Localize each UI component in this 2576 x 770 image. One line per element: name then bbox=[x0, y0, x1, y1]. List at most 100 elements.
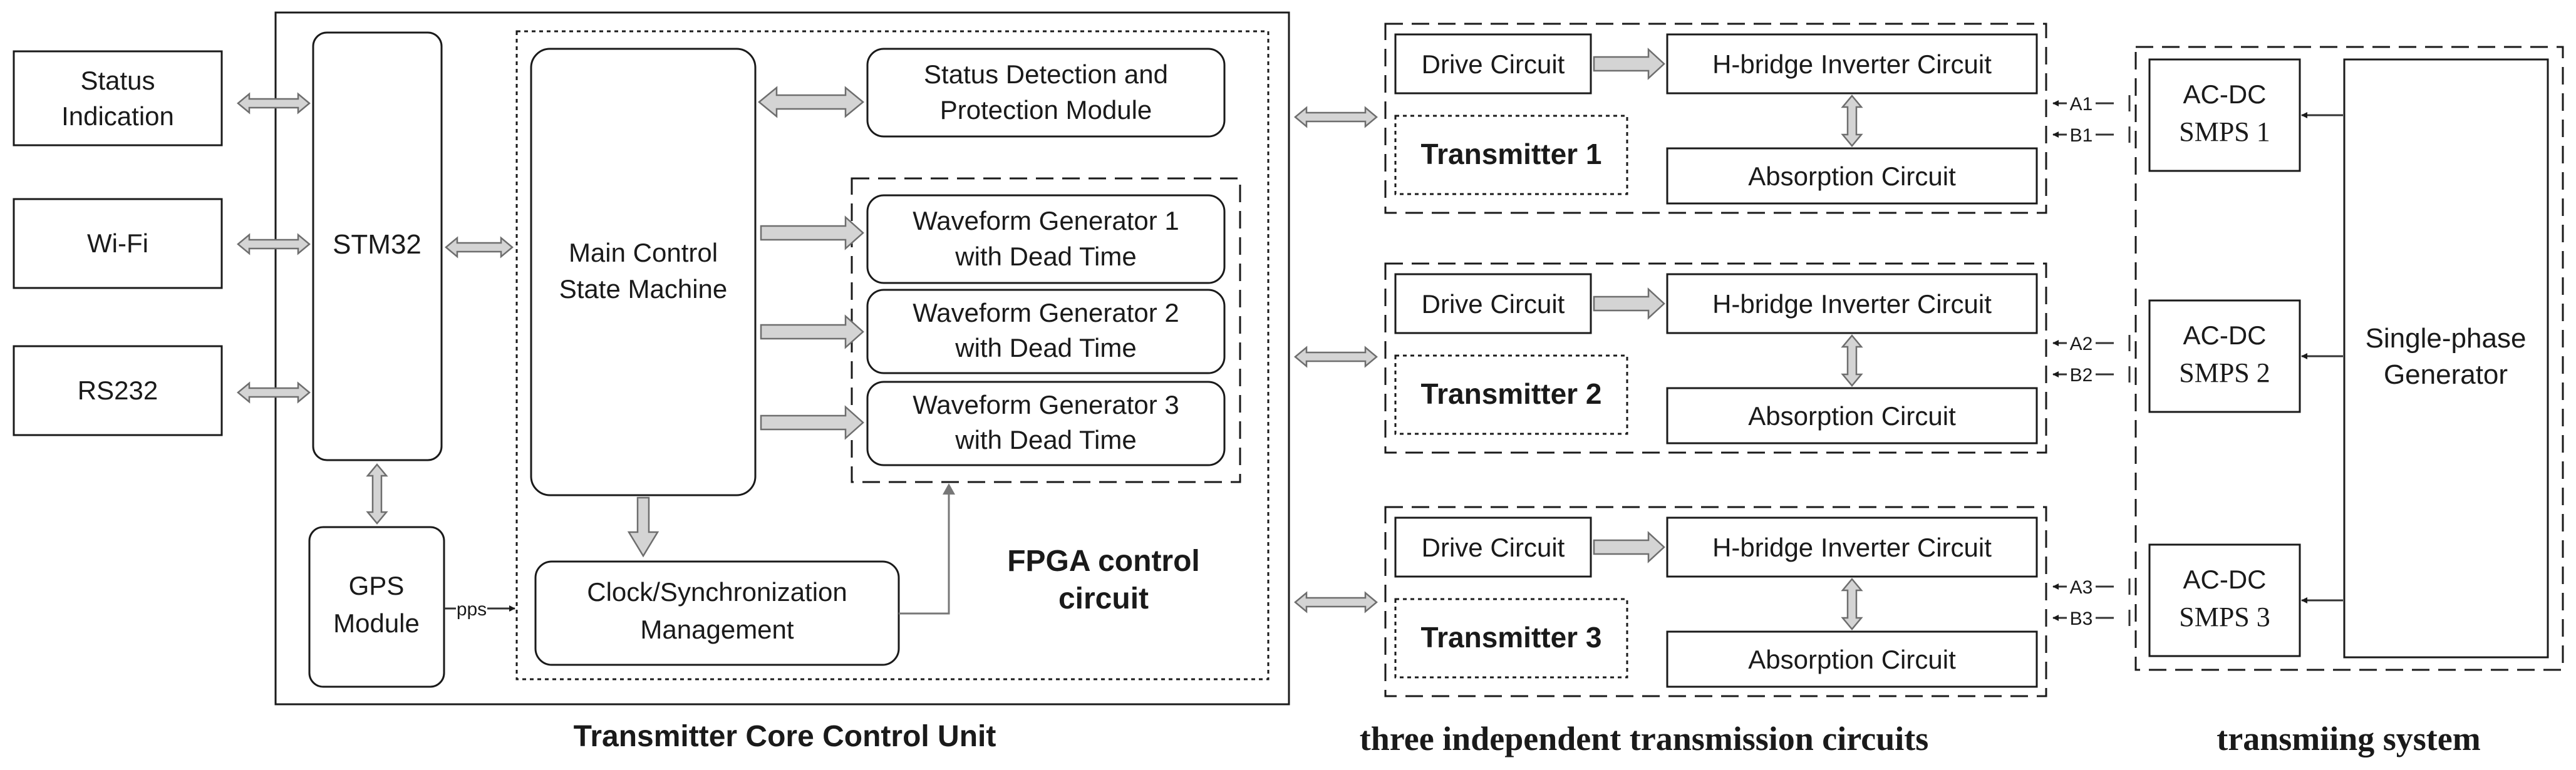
arrow-drive-hbridge bbox=[1593, 48, 1665, 80]
gps-line2: Module bbox=[333, 608, 420, 638]
status-detection-line1: Status Detection and bbox=[924, 59, 1168, 89]
drive-circuit-box bbox=[1394, 273, 1592, 334]
hbridge-box bbox=[1666, 33, 2038, 95]
clock-to-waveform-head bbox=[943, 483, 955, 495]
drive-circuit-box bbox=[1394, 33, 1592, 95]
port-label: A1 bbox=[2070, 94, 2093, 115]
arrow-hbridge-absorption bbox=[1841, 95, 1863, 147]
port-label: A2 bbox=[2070, 334, 2093, 354]
absorption-label: Absorption Circuit bbox=[1748, 162, 1956, 191]
smps-label: SMPS 1 bbox=[2179, 116, 2270, 147]
absorption-label: Absorption Circuit bbox=[1748, 401, 1956, 431]
clock-line1: Clock/Synchronization bbox=[587, 577, 847, 607]
generator-line2: Generator bbox=[2384, 359, 2508, 390]
waveform-group-frame bbox=[851, 177, 1241, 483]
status-indication-block: Status Indication bbox=[13, 50, 223, 146]
clock-to-waveform-line bbox=[899, 490, 950, 615]
circuit-frame bbox=[1384, 262, 2047, 454]
fpga-frame bbox=[515, 30, 1270, 680]
drive-circuit-label: Drive Circuit bbox=[1422, 289, 1565, 319]
transmitter-label: Transmitter 2 bbox=[1421, 377, 1602, 410]
hbridge-label: H-bridge Inverter Circuit bbox=[1712, 533, 1992, 562]
smps-1-block: AC-DC SMPS 1 bbox=[2148, 58, 2343, 172]
hbridge-box bbox=[1666, 273, 2038, 334]
status-detection-line2: Protection Module bbox=[940, 95, 1152, 125]
arrow-hbridge-absorption bbox=[1841, 334, 1863, 387]
acdc-label: AC-DC bbox=[2183, 565, 2267, 594]
smps-2-block: AC-DC SMPS 2 bbox=[2148, 299, 2343, 413]
smps-label: SMPS 2 bbox=[2179, 357, 2270, 388]
acdc-label: AC-DC bbox=[2183, 321, 2267, 350]
drive-circuit-label: Drive Circuit bbox=[1422, 533, 1565, 562]
waveform-generator-3-block: Waveform Generator 3 with Dead Time bbox=[866, 381, 1226, 466]
absorption-box bbox=[1666, 630, 2038, 688]
arrow-main-clock bbox=[627, 496, 660, 558]
waveform1-line1: Waveform Generator 1 bbox=[913, 206, 1179, 235]
arrow-drive-hbridge bbox=[1593, 287, 1665, 320]
circuit-frame bbox=[1384, 23, 2047, 214]
clock-line2: Management bbox=[640, 615, 794, 644]
arrow-main-status-detection bbox=[758, 86, 864, 118]
port-label-bg bbox=[2067, 92, 2096, 115]
port-label-bg bbox=[2067, 575, 2096, 598]
drive-circuit-box bbox=[1394, 516, 1592, 578]
generator-line1: Single-phase bbox=[2366, 323, 2527, 354]
stm32-block: STM32 bbox=[312, 31, 443, 461]
waveform3-line2: with Dead Time bbox=[954, 425, 1136, 454]
transmission-circuit-2: Drive Circuit H-bridge Inverter CircuitAb… bbox=[1384, 262, 2131, 454]
waveform3-line1: Waveform Generator 3 bbox=[913, 390, 1179, 419]
main-control-line2: State Machine bbox=[559, 274, 728, 304]
hbridge-box bbox=[1666, 516, 2038, 578]
pps-label-bg bbox=[456, 598, 487, 619]
status-indication-line1: Status bbox=[80, 66, 155, 95]
port-label: B1 bbox=[2070, 125, 2093, 146]
absorption-box bbox=[1666, 147, 2038, 205]
port-label-bg bbox=[2067, 607, 2096, 629]
hbridge-label: H-bridge Inverter Circuit bbox=[1712, 289, 1992, 319]
arrow-hbridge-absorption bbox=[1841, 578, 1863, 630]
arrow-rs232-stm32 bbox=[237, 381, 311, 404]
arrow-main-waveform2 bbox=[760, 314, 864, 349]
smps-box bbox=[2148, 299, 2301, 413]
port-label: B2 bbox=[2070, 365, 2093, 386]
arrow-drive-hbridge bbox=[1593, 531, 1665, 563]
waveform2-line1: Waveform Generator 2 bbox=[913, 298, 1179, 327]
arrow-core-transmitter3 bbox=[1294, 591, 1378, 613]
acdc-label: AC-DC bbox=[2183, 80, 2267, 109]
smps-3-block: AC-DC SMPS 3 bbox=[2148, 543, 2343, 657]
arrow-core-transmitter2 bbox=[1294, 346, 1378, 368]
transmitter-frame bbox=[1394, 354, 1628, 435]
circuits-caption: three independent transmission circuits bbox=[1360, 720, 1929, 757]
core-caption: Transmitter Core Control Unit bbox=[574, 720, 996, 753]
gps-module-block: GPS Module bbox=[308, 526, 445, 688]
power-system-frame bbox=[2134, 46, 2564, 671]
port-label-bg bbox=[2067, 332, 2096, 354]
port-label-bg bbox=[2067, 123, 2096, 146]
pps-label: pps bbox=[457, 599, 487, 620]
waveform-generator-1-block: Waveform Generator 1 with Dead Time bbox=[866, 194, 1226, 284]
waveform2-line2: with Dead Time bbox=[954, 333, 1136, 362]
main-control-block: Main Control State Machine bbox=[530, 48, 757, 496]
arrow-stm32-main-control bbox=[445, 236, 514, 259]
arrow-main-waveform3 bbox=[760, 405, 864, 440]
arrow-wifi-stm32 bbox=[237, 233, 311, 255]
stm32-label: STM32 bbox=[333, 229, 422, 260]
smps-label: SMPS 3 bbox=[2179, 602, 2270, 632]
generator-block: Single-phase Generator bbox=[2343, 58, 2549, 659]
fpga-label-line2: circuit bbox=[1058, 582, 1149, 615]
drive-circuit-label: Drive Circuit bbox=[1422, 49, 1565, 79]
arrow-status-indication-stm32 bbox=[237, 92, 311, 115]
main-control-line1: Main Control bbox=[569, 238, 718, 267]
transmitter-frame bbox=[1394, 598, 1628, 679]
fpga-label-line1: FPGA control bbox=[1007, 545, 1200, 578]
transmitter-label: Transmitter 1 bbox=[1421, 138, 1602, 170]
core-control-unit-frame bbox=[274, 11, 1290, 706]
waveform1-line2: with Dead Time bbox=[954, 242, 1136, 271]
port-label-bg bbox=[2067, 363, 2096, 386]
rs232-label: RS232 bbox=[78, 376, 158, 405]
port-label: B3 bbox=[2070, 608, 2093, 629]
